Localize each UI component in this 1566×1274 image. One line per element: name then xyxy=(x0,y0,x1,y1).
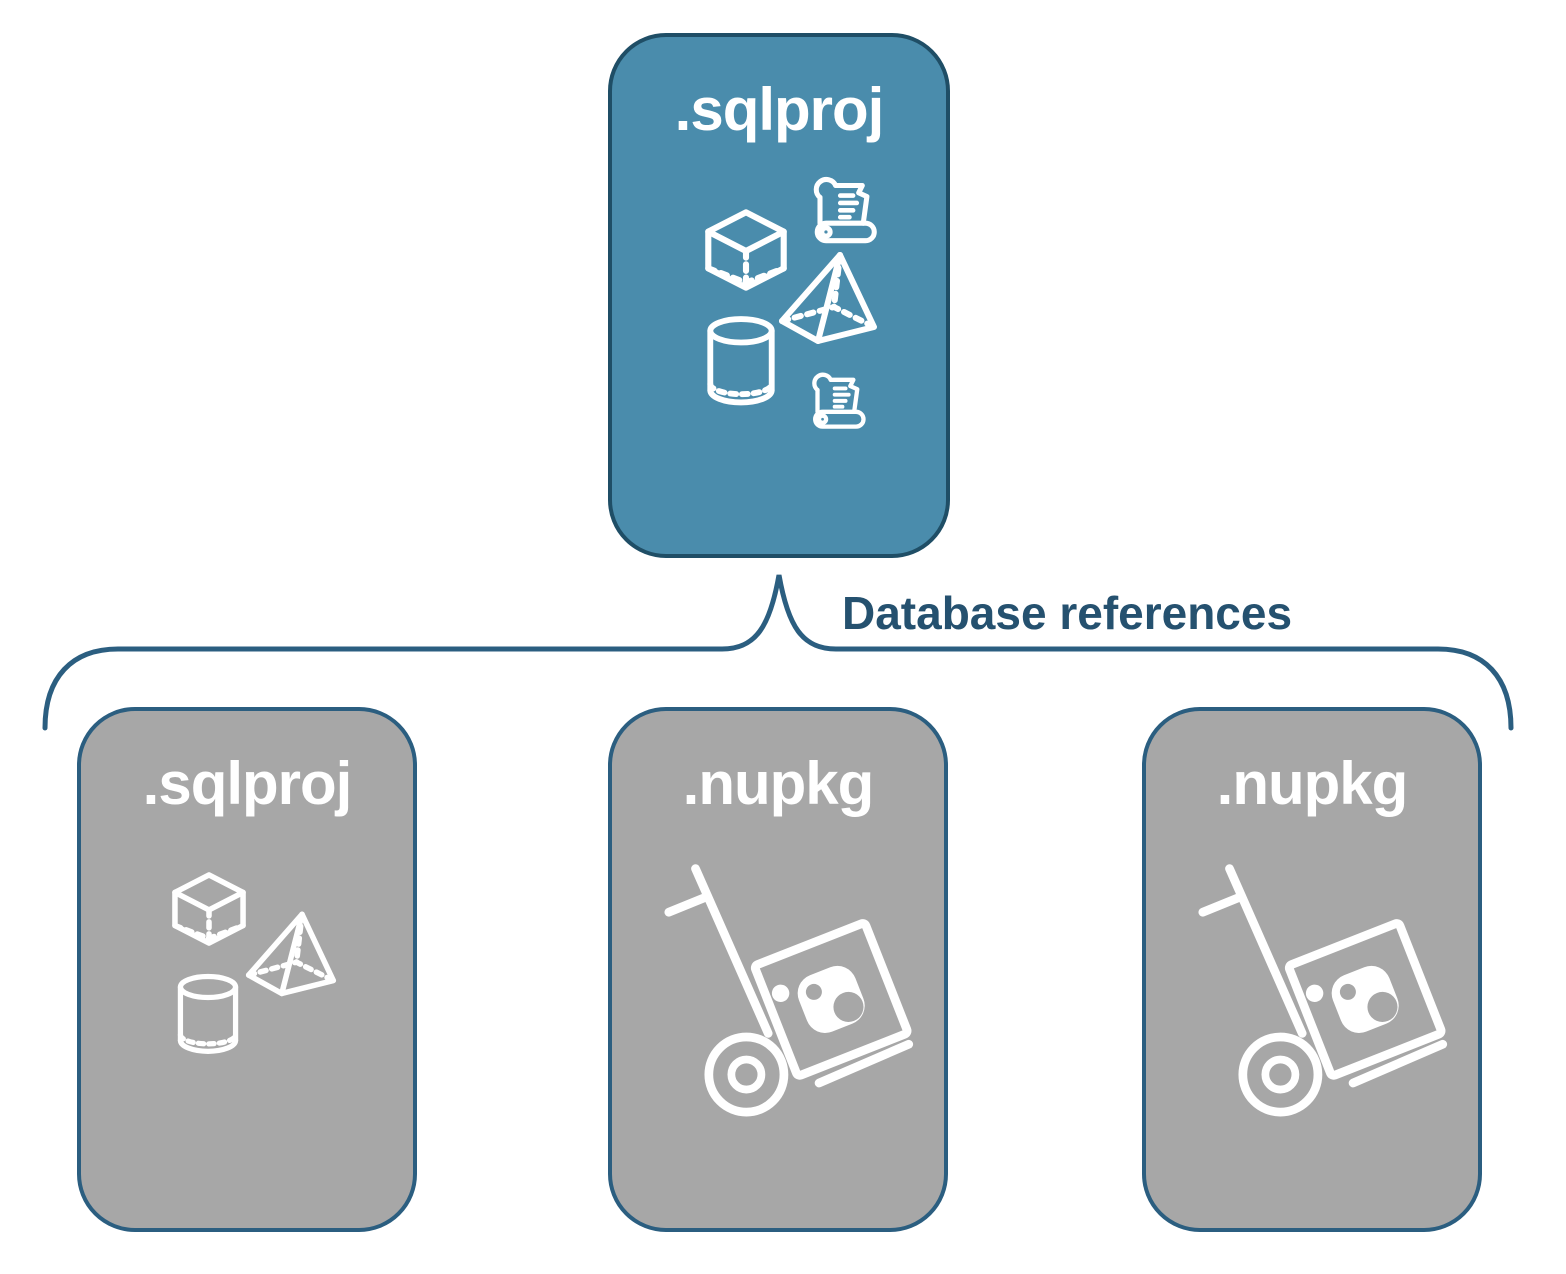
connector-label: Database references xyxy=(842,587,1293,639)
package-dolly-icon xyxy=(1198,861,1450,1133)
child-node-nupkg-1: .nupkg xyxy=(608,707,948,1232)
child-node-title: .nupkg xyxy=(682,750,875,817)
pyramid-icon xyxy=(774,247,882,347)
root-node-title: .sqlproj xyxy=(674,76,885,143)
script-scroll-icon xyxy=(798,365,876,443)
package-dolly-icon xyxy=(664,861,916,1133)
cylinder-icon xyxy=(702,315,780,409)
child-node-title: .sqlproj xyxy=(142,750,353,817)
root-node-sqlproj: .sqlproj xyxy=(608,33,950,558)
child-node-title: .nupkg xyxy=(1216,750,1409,817)
child-node-nupkg-2: .nupkg xyxy=(1142,707,1482,1232)
pyramid-icon xyxy=(241,907,341,999)
cylinder-icon xyxy=(173,973,243,1057)
child-node-sqlproj: .sqlproj xyxy=(77,707,417,1232)
